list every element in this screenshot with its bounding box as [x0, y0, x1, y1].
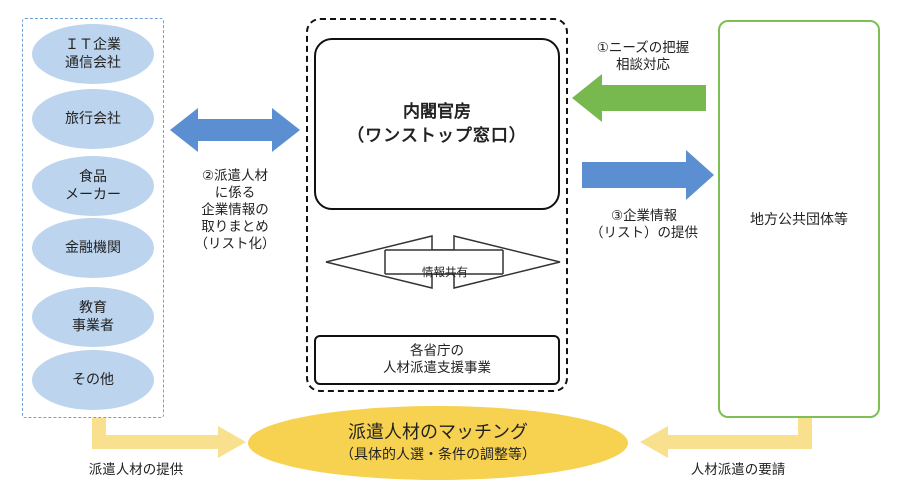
request-staff-label: 人材派遣の要請: [690, 462, 786, 478]
matching-title: 派遣人材のマッチング: [348, 422, 528, 443]
info-share-label: 情報共有: [422, 265, 468, 279]
center-panel: [306, 18, 568, 392]
company-food-maker: 食品 メーカー: [32, 156, 154, 216]
arrow-request-staff: [640, 418, 812, 458]
info-share-band: [385, 250, 503, 274]
provide-staff-label: 派遣人材の提供: [88, 462, 184, 478]
cabinet-office-subtitle: （ワンストップ窓口）: [347, 126, 527, 146]
arrow-needs-to-center: [572, 74, 706, 122]
cabinet-office-title: 内閣官房: [403, 102, 471, 122]
company-it-telecom: ＩＴ企業 通信会社: [32, 24, 154, 84]
local-government-box: 地方公共団体等: [718, 20, 880, 418]
arrow-info-to-local: [582, 150, 714, 200]
arrow-provide-staff: [92, 418, 246, 458]
ministries-box: 各省庁の 人材派遣支援事業: [314, 335, 560, 385]
company-education: 教育 事業者: [32, 287, 154, 347]
cabinet-office-box: 内閣官房 （ワンストップ窓口）: [314, 38, 560, 210]
step1-label: ①ニーズの把握 相談対応: [596, 40, 690, 73]
company-other: その他: [32, 350, 154, 410]
company-travel: 旅行会社: [32, 89, 154, 149]
company-panel: [22, 18, 164, 418]
double-arrow-left-center: [170, 108, 300, 152]
matching-subtitle: （具体的人選・条件の調整等）: [340, 447, 536, 463]
company-finance: 金融機関: [32, 218, 154, 278]
step3-label: ③企業情報 （リスト）の提供: [590, 208, 698, 241]
step2-label: ②派遣人材 に係る 企業情報の 取りまとめ （リスト化）: [194, 168, 276, 252]
matching-ellipse: 派遣人材のマッチング （具体的人選・条件の調整等）: [248, 406, 628, 480]
